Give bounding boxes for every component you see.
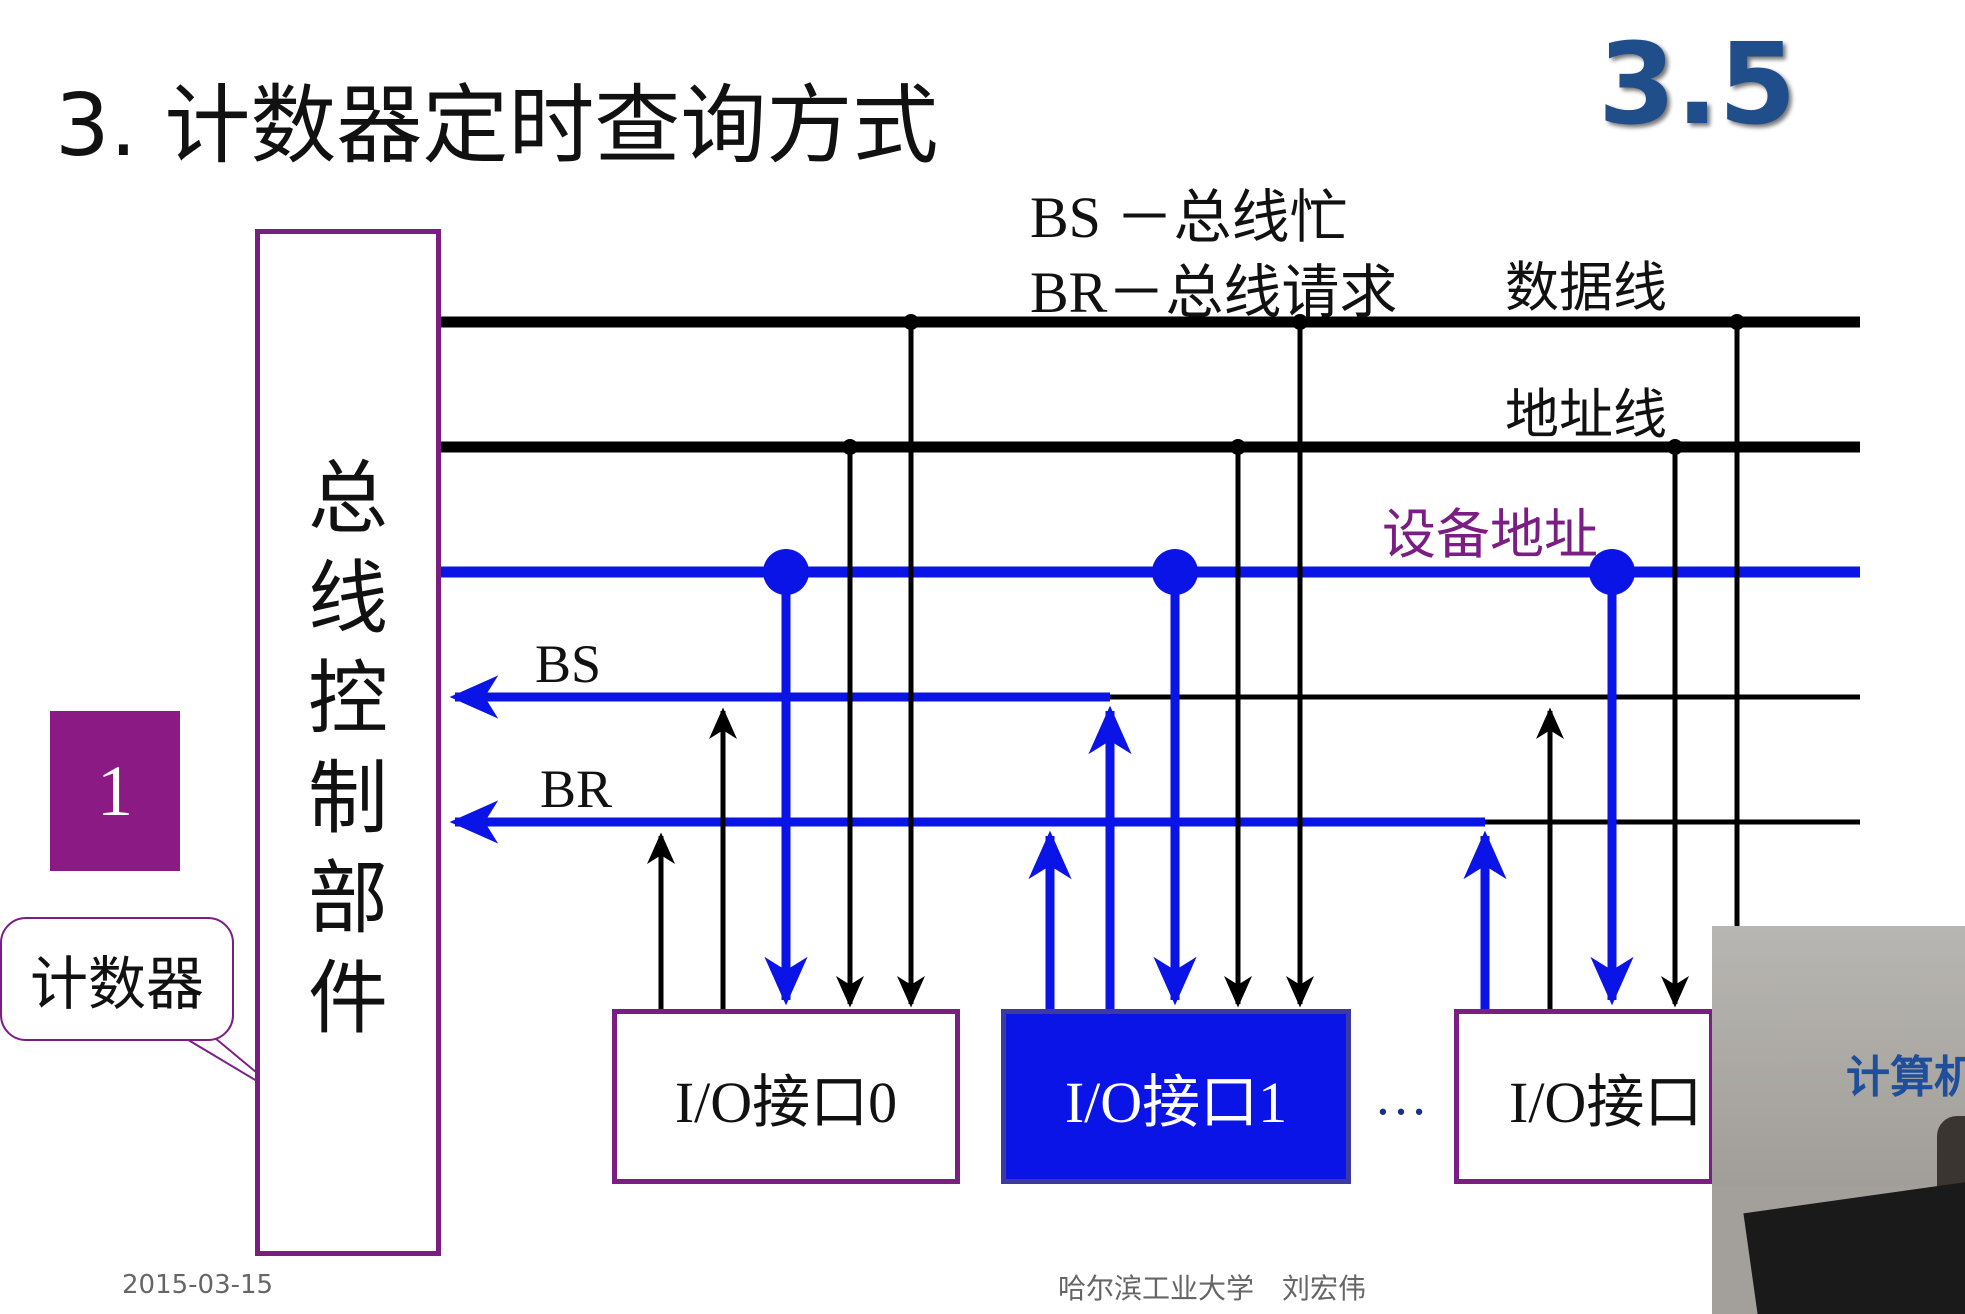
address-line-label: 地址线	[1505, 383, 1667, 446]
bus-controller-char: 线	[308, 552, 388, 645]
junction-dot-blue	[1152, 549, 1198, 595]
device-address-label: 设备地址	[1382, 503, 1598, 566]
webcam-overlay: 计算机	[1712, 926, 1965, 1314]
counter-callout: 计数器	[0, 917, 234, 1041]
legend-br: BR－总线请求	[1030, 260, 1398, 325]
bus-controller-label: 总 线 控 制 部 件	[260, 449, 436, 1049]
section-number: 3.5	[1598, 20, 1797, 150]
bus-controller-char: 控	[308, 652, 388, 745]
bus-controller-char: 部	[308, 852, 388, 945]
junction-dot	[1292, 314, 1308, 330]
webcam-laptop	[1743, 1179, 1965, 1314]
legend-bs: BS －总线忙	[1030, 185, 1348, 250]
bus-controller-box: 总 线 控 制 部 件	[255, 229, 441, 1256]
data-line-label: 数据线	[1505, 256, 1667, 319]
junction-dot-blue	[763, 549, 809, 595]
br-signal-label: BR	[540, 759, 613, 819]
bus-controller-char: 总	[308, 452, 388, 545]
page-title: 3. 计数器定时查询方式	[55, 76, 939, 176]
io-interface-1: I/O接口1	[1001, 1009, 1351, 1184]
junction-dot	[903, 314, 919, 330]
junction-dot	[1729, 314, 1745, 330]
webcam-sign-text: 计算机	[1846, 1052, 1965, 1103]
junction-dot	[1230, 439, 1246, 455]
junction-dot	[842, 439, 858, 455]
footer-date: 2015-03-15	[122, 1270, 274, 1300]
io-interface-0: I/O接口0	[612, 1009, 960, 1184]
footer-credit: 哈尔滨工业大学 刘宏伟	[1058, 1272, 1367, 1305]
junction-dot	[1667, 439, 1683, 455]
io-interface-n: I/O接口	[1454, 1009, 1714, 1184]
bus-controller-char: 件	[308, 952, 388, 1045]
bs-signal-label: BS	[535, 634, 602, 694]
ellipsis: …	[1374, 1066, 1434, 1126]
counter-value-badge: 1	[50, 711, 180, 871]
junction-dot-blue	[1589, 549, 1635, 595]
bus-controller-char: 制	[308, 752, 388, 845]
webcam-background	[1712, 926, 1965, 1186]
